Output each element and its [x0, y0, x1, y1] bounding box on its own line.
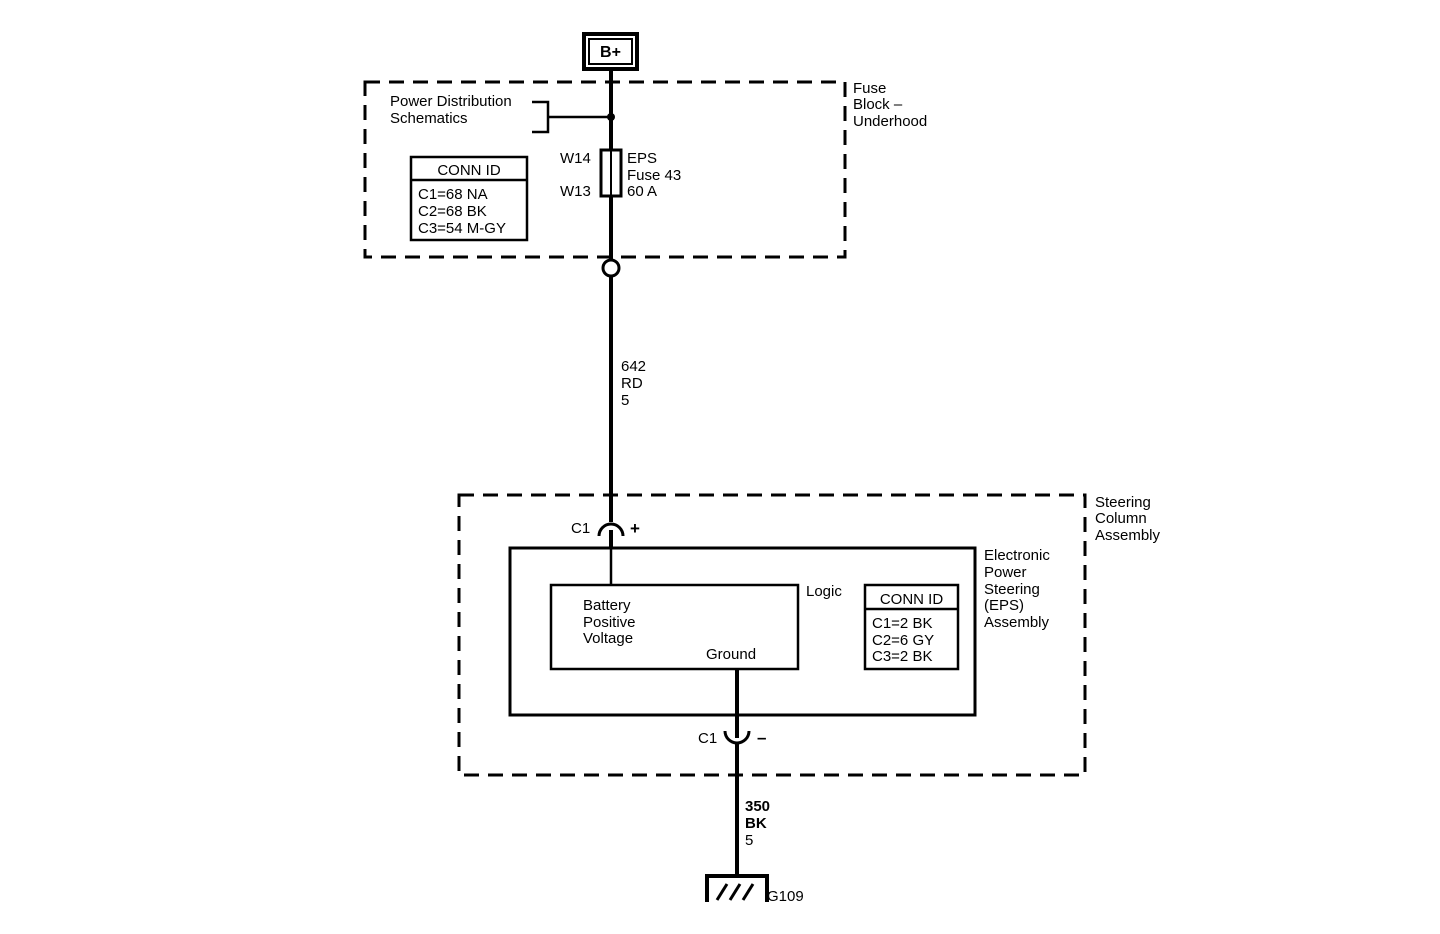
feed-wire-gauge: 5 [621, 392, 629, 409]
power-distribution-reference: Power Distribution Schematics [390, 93, 615, 134]
ground-label: Ground [706, 646, 756, 663]
feed-wire-circuit: 642 [621, 358, 646, 375]
eps-name-line-1: Electronic [984, 547, 1050, 564]
conn-id-header: CONN ID [880, 591, 944, 608]
eps-fuse [599, 148, 623, 198]
connector-bottom-label: C1 [698, 730, 717, 747]
ground-wire-color: BK [745, 815, 767, 832]
conn-id-row: C3=2 BK [872, 648, 932, 665]
fuse-block-name-line-2: Block – [853, 96, 903, 113]
steering-column-name-line-1: Steering [1095, 494, 1151, 511]
connector-splice-circle [601, 258, 621, 278]
ground-wire-gauge: 5 [745, 832, 753, 849]
steering-column-name-line-2: Column [1095, 510, 1147, 527]
conn-id-row: C1=2 BK [872, 615, 932, 632]
connector-top-polarity: + [630, 519, 640, 538]
conn-id-row: C1=68 NA [418, 186, 488, 203]
conn-id-row: C2=6 GY [872, 632, 934, 649]
connector-top-label: C1 [571, 520, 590, 537]
ground-id-label: G109 [767, 888, 804, 905]
fuse-pin-top: W14 [560, 150, 591, 167]
fuse-block-conn-id-table: CONN ID C1=68 NA C2=68 BK C3=54 M-GY [409, 155, 529, 242]
fuse-block-boundary [363, 80, 847, 259]
steering-column-name-line-3: Assembly [1095, 527, 1161, 544]
conn-id-row: C2=68 BK [418, 203, 487, 220]
power-dist-line-2: Schematics [390, 110, 468, 127]
eps-name-line-2: Power [984, 564, 1027, 581]
fuse-pin-bottom: W13 [560, 183, 591, 200]
conn-id-header: CONN ID [437, 162, 501, 179]
eps-conn-id-table: CONN ID C1=2 BK C2=6 GY C3=2 BK [863, 583, 960, 671]
feed-wire-color: RD [621, 375, 643, 392]
eps-name-line-4: (EPS) [984, 597, 1024, 614]
battery-terminal: B+ [582, 32, 639, 71]
battery-label: B+ [600, 44, 621, 61]
eps-name-line-5: Assembly [984, 614, 1050, 631]
connector-bottom-polarity: – [757, 728, 766, 747]
fuse-block-name-line-3: Underhood [853, 113, 927, 130]
logic-input-line-2: Positive [583, 614, 636, 631]
fuse-label-line-3: 60 A [627, 183, 657, 200]
conn-id-row: C3=54 M-GY [418, 220, 506, 237]
steering-column-boundary [457, 493, 1087, 777]
logic-input-line-3: Voltage [583, 630, 633, 647]
connector-c1-positive [597, 522, 625, 548]
eps-name-line-3: Steering [984, 581, 1040, 598]
fuse-label-line-1: EPS [627, 150, 657, 167]
logic-label: Logic [806, 583, 842, 600]
logic-box [549, 583, 800, 671]
power-dist-line-1: Power Distribution [390, 93, 512, 110]
fuse-label-line-2: Fuse 43 [627, 167, 681, 184]
ground-symbol [705, 874, 769, 902]
logic-input-line-1: Battery [583, 597, 631, 614]
fuse-block-name-line-1: Fuse [853, 80, 886, 97]
ground-wire-circuit: 350 [745, 798, 770, 815]
